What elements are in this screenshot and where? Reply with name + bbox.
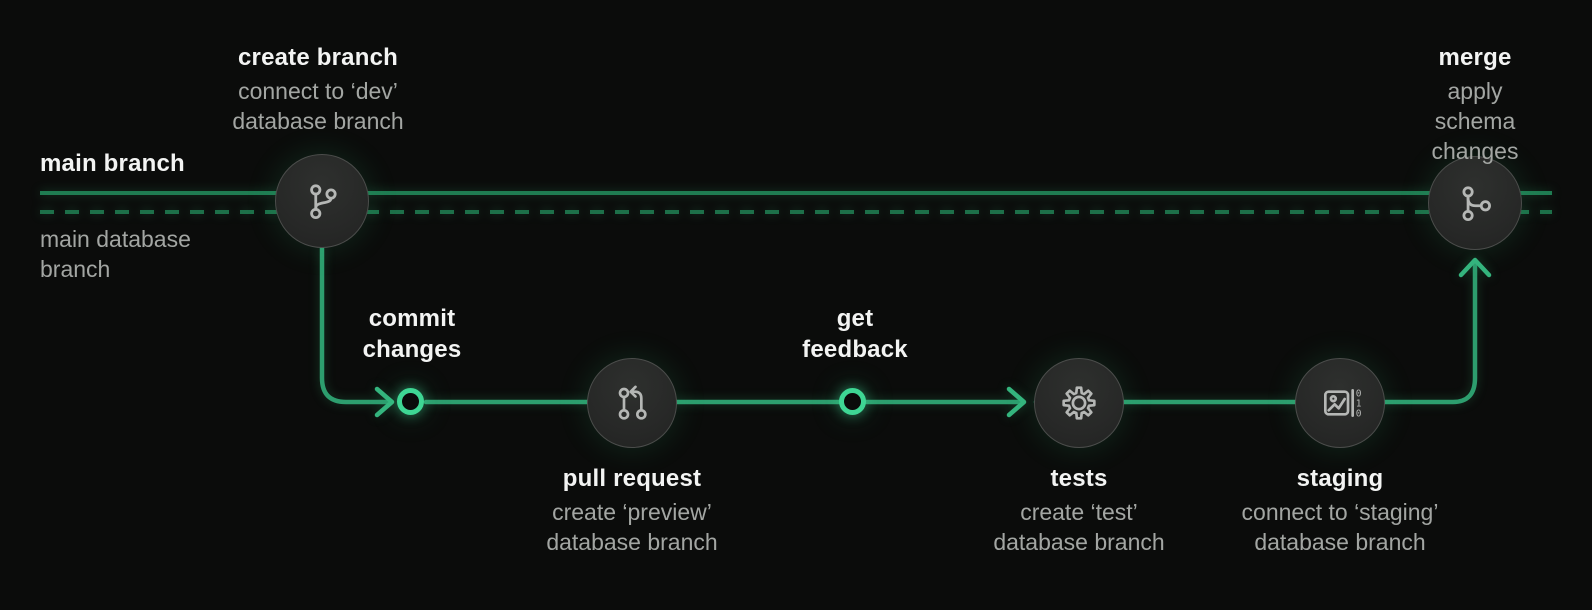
step-subtitle: connect to ‘dev’ database branch (232, 78, 404, 134)
get-feedback-point (839, 388, 866, 415)
image-to-data-icon: 0 1 0 (1324, 389, 1362, 419)
step-title: merge (1438, 44, 1512, 71)
git-branch-icon (310, 184, 337, 220)
step-title: create branch (237, 44, 398, 71)
commit-changes-point (397, 388, 424, 415)
label-create-branch: create branch connect to ‘dev’ database … (208, 42, 428, 136)
lane-title: main branch (40, 150, 185, 177)
step-subtitle: connect to ‘staging’ database branch (1241, 499, 1439, 555)
label-commit-changes: commit changes (347, 303, 477, 365)
label-get-feedback: get feedback (793, 303, 918, 365)
pull-request-node (587, 358, 677, 448)
step-title: staging (1296, 465, 1384, 492)
arrow-right-commit-icon (374, 386, 395, 418)
tests-node (1034, 358, 1124, 448)
step-title: get feedback (802, 305, 908, 363)
step-subtitle: create ‘preview’ database branch (546, 499, 718, 555)
binary-digit: 0 (1356, 389, 1362, 400)
merge-node (1428, 156, 1522, 250)
git-pull-request-icon (618, 385, 647, 420)
git-merge-icon (1462, 186, 1491, 222)
binary-digit: 0 (1356, 408, 1362, 419)
label-main-database-branch: main database branch (40, 224, 225, 284)
step-title: tests (1050, 465, 1108, 492)
label-merge: merge apply schema changes (1417, 42, 1534, 166)
label-staging: staging connect to ‘staging’ database br… (1220, 463, 1460, 557)
lane-subtitle: main database branch (40, 226, 191, 282)
arrow-up-merge-icon (1458, 257, 1492, 278)
label-tests: tests create ‘test’ database branch (984, 463, 1174, 557)
label-pull-request: pull request create ‘preview’ database b… (527, 463, 737, 557)
arrow-right-tests-icon (1006, 386, 1027, 418)
gear-icon (1062, 386, 1096, 420)
feature-branch-segment-3 (1033, 259, 1478, 405)
step-title: pull request (562, 465, 702, 492)
binary-digit: 1 (1356, 398, 1362, 409)
feature-branch-down-segment (319, 245, 393, 405)
label-main-branch: main branch (40, 148, 185, 179)
create-branch-node (275, 154, 369, 248)
step-title: commit changes (362, 305, 462, 363)
staging-node: 0 1 0 (1295, 358, 1385, 448)
step-subtitle: apply schema changes (1431, 78, 1519, 164)
step-subtitle: create ‘test’ database branch (993, 499, 1165, 555)
